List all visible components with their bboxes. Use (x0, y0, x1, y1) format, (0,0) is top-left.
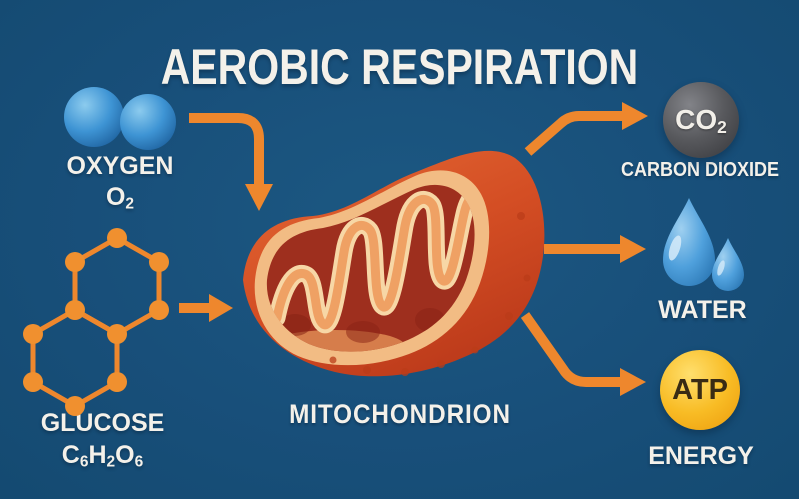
oxygen-molecule-icon (64, 87, 176, 150)
glucose-arrow (179, 294, 233, 322)
large-droplet (663, 198, 715, 286)
co2-sphere: CO2 (663, 82, 739, 158)
glucose-atoms (23, 228, 169, 416)
water-droplets-icon (663, 198, 744, 291)
co2-badge-sub: 2 (717, 116, 727, 137)
glucose-formula-part: O (115, 441, 135, 469)
glucose-formula-part: C (61, 441, 80, 469)
oxygen-formula-sub: 2 (125, 195, 135, 213)
atp-arrow (520, 312, 646, 396)
membrane-freckles (329, 212, 531, 376)
water-arrow (544, 235, 646, 263)
oxygen-formula: O2 (40, 183, 200, 213)
carbon-dioxide-label: CARBON DIOXIDE (620, 159, 780, 181)
cristae-core (272, 188, 475, 330)
glucose-bonds (30, 235, 162, 409)
water-label: WATER (658, 296, 747, 324)
glucose-formula-part: H (88, 441, 107, 469)
droplet-highlight (668, 235, 682, 261)
droplet-highlight (717, 260, 725, 276)
oxygen-atom (64, 87, 124, 147)
oxygen-atom (120, 94, 176, 150)
page-title: AEROBIC RESPIRATION (160, 38, 639, 95)
oxygen-label: OXYGEN (66, 152, 174, 180)
small-droplet (712, 238, 744, 291)
glucose-formula: C6H2O6 (20, 441, 185, 471)
co2-badge-text: CO2 (675, 104, 727, 136)
co2-arrow (524, 102, 648, 156)
mitochondrion-label: MITOCHONDRION (289, 399, 511, 429)
glucose-label: GLUCOSE (40, 409, 165, 437)
glucose-formula-sub: 2 (106, 453, 116, 471)
atp-badge: ATP (660, 350, 740, 430)
co2-badge-base: CO (675, 104, 718, 135)
glucose-molecule-icon (23, 228, 169, 416)
energy-label: ENERGY (648, 442, 754, 470)
oxygen-formula-base: O (105, 183, 126, 211)
glucose-formula-sub: 6 (134, 453, 144, 471)
atp-badge-text: ATP (672, 373, 728, 406)
matrix-shadow (346, 321, 380, 343)
glucose-formula-sub: 6 (79, 453, 89, 471)
mitochondrion-illustration (243, 150, 545, 377)
oxygen-arrow (189, 113, 273, 211)
